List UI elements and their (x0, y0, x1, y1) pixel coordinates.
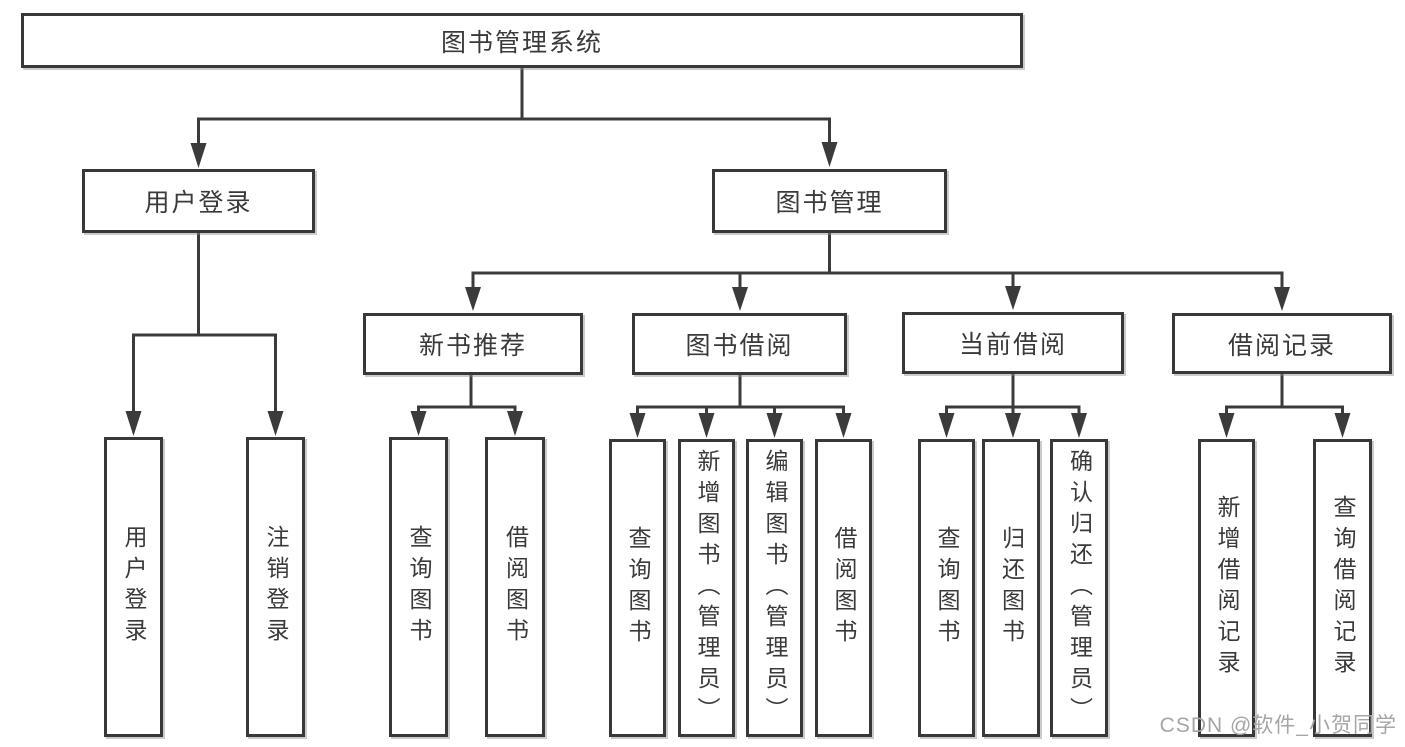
node-book-borrow: 图书借阅 (632, 313, 847, 375)
leaf-borrow-edit: 编辑图书（管理员） (746, 439, 803, 737)
leaf-logout: 注销登录 (246, 437, 305, 737)
leaf-records-add: 新增借阅记录 (1198, 439, 1255, 737)
node-current-borrow: 当前借阅 (902, 312, 1124, 374)
leaf-user-login: 用户登录 (104, 437, 163, 737)
leaf-newbooks-borrow: 借阅图书 (485, 437, 545, 737)
node-book-mgmt: 图书管理 (712, 169, 947, 233)
node-borrow-records: 借阅记录 (1172, 313, 1392, 374)
leaf-current-confirm: 确认归还（管理员） (1050, 439, 1108, 737)
node-root: 图书管理系统 (21, 13, 1023, 68)
node-user-login: 用户登录 (82, 169, 315, 233)
leaf-borrow-add: 新增图书（管理员） (678, 439, 735, 737)
leaf-newbooks-query: 查询图书 (389, 437, 448, 737)
leaf-borrow-borrow: 借阅图书 (815, 439, 872, 737)
node-new-books: 新书推荐 (363, 313, 583, 375)
leaf-records-query: 查询借阅记录 (1313, 439, 1372, 737)
leaf-current-query: 查询图书 (918, 439, 975, 737)
watermark: CSDN @软件_小贺同学 (1159, 714, 1397, 737)
leaf-borrow-query: 查询图书 (609, 439, 666, 737)
leaf-current-return: 归还图书 (982, 439, 1040, 737)
